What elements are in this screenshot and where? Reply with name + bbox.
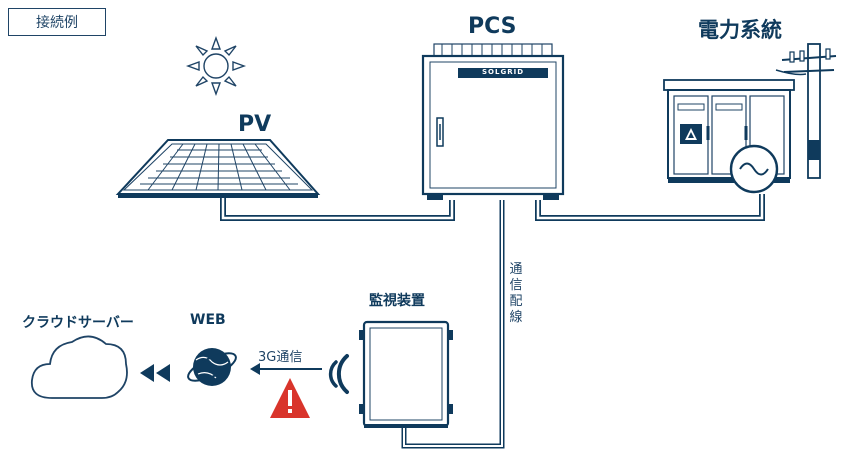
- globe-icon: [187, 348, 237, 386]
- communication-wiring: [401, 200, 505, 449]
- pcs-label: PCS: [468, 14, 517, 39]
- monitor-box-icon: [359, 320, 453, 428]
- utility-pole-icon: [775, 43, 837, 179]
- pcs-brand-label: SOLGRID: [482, 68, 525, 76]
- arrow-left-icon: [250, 363, 322, 375]
- warning-icon: [270, 378, 310, 418]
- generator-icon: [729, 144, 779, 194]
- solar-panel-icon: [115, 139, 321, 198]
- double-arrow-left-icon: [140, 364, 170, 382]
- cloud-icon: [30, 335, 128, 399]
- power-wiring: [220, 194, 765, 221]
- pv-label: PV: [238, 112, 272, 137]
- web-label: WEB: [190, 312, 226, 328]
- cloud-label: クラウドサーバー: [22, 315, 134, 331]
- grid-label: 電力系統: [698, 18, 782, 42]
- wireless-signal-icon: [328, 354, 349, 394]
- comm-line-label: 通信配線: [509, 262, 523, 325]
- grid-cabinet-icon: [663, 79, 795, 183]
- inverter-cabinet-icon: [421, 43, 565, 200]
- monitor-label: 監視装置: [369, 293, 425, 309]
- sun-icon: [185, 35, 247, 97]
- comm-3g-label: 3G通信: [258, 350, 303, 365]
- example-badge: 接続例: [8, 8, 106, 36]
